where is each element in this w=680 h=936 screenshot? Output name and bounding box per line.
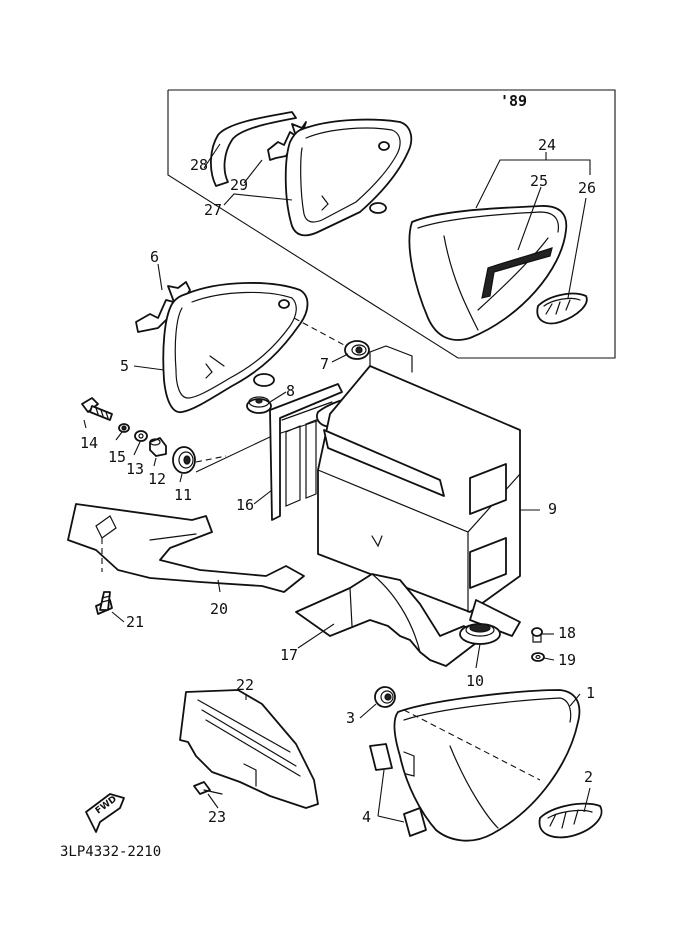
- bolt-23: [193, 781, 223, 795]
- inset-emblem-26: [536, 292, 588, 325]
- callout-22: 22: [236, 676, 254, 694]
- callout-6: 6: [150, 248, 159, 266]
- callout-1: 1: [586, 684, 595, 702]
- callout-18: 18: [558, 624, 576, 642]
- callout-20: 20: [210, 600, 228, 618]
- battery-case-17: [295, 573, 521, 667]
- callout-28: 28: [190, 156, 208, 174]
- leader-lines: [83, 143, 591, 823]
- washer-13: [134, 430, 148, 442]
- pad-4: [369, 743, 427, 837]
- bolt-14: [81, 397, 113, 421]
- callout-5: 5: [120, 357, 129, 375]
- inset-1989-frame: '89: [167, 89, 616, 359]
- strap-20: [67, 503, 305, 593]
- emblem-2: [538, 802, 603, 839]
- callout-4: 4: [362, 808, 371, 826]
- callout-9: 9: [548, 500, 557, 518]
- callout-25: 25: [530, 172, 548, 190]
- grommet-3: [374, 686, 396, 708]
- callout-7: 7: [320, 355, 329, 373]
- battery-box-9: [317, 345, 521, 613]
- bolt-21: [95, 591, 113, 615]
- bolt-18: [531, 627, 543, 643]
- callout-23: 23: [208, 808, 226, 826]
- callout-29: 29: [230, 176, 248, 194]
- callout-21: 21: [126, 613, 144, 631]
- inset-emblem-28: [210, 111, 297, 187]
- callout-26: 26: [578, 179, 596, 197]
- damper-6: [135, 281, 191, 333]
- collar-12: [149, 437, 167, 457]
- callout-2: 2: [584, 768, 593, 786]
- band-10: [459, 623, 501, 645]
- callout-10: 10: [466, 672, 484, 690]
- washer-19: [531, 652, 545, 662]
- callout-8: 8: [286, 382, 295, 400]
- fwd-arrow-icon: FWD: [85, 793, 125, 833]
- year-label: '89: [500, 92, 527, 110]
- inset-side-cover-27: [284, 118, 413, 237]
- side-cover-5: [162, 282, 309, 413]
- callout-15: 15: [108, 448, 126, 466]
- inset-side-cover-24: [408, 205, 568, 341]
- callout-labels: 28 29 27 24 25 26 6 5 7 8 9 16 14 15 13 …: [80, 136, 596, 826]
- side-cover-1: [393, 689, 581, 842]
- callout-27: 27: [204, 201, 222, 219]
- callout-17: 17: [280, 646, 298, 664]
- callout-11: 11: [174, 486, 192, 504]
- callout-3: 3: [346, 709, 355, 727]
- grommet-8: [246, 396, 272, 414]
- callout-13: 13: [126, 460, 144, 478]
- callout-12: 12: [148, 470, 166, 488]
- grommet-11: [172, 446, 196, 474]
- grommet-7: [344, 340, 370, 360]
- callout-14: 14: [80, 434, 98, 452]
- callout-19: 19: [558, 651, 576, 669]
- panel-22: [179, 689, 319, 809]
- drawing-code: 3LP4332-2210: [60, 844, 161, 860]
- callout-24: 24: [538, 136, 556, 154]
- washer-15: [118, 423, 130, 433]
- callout-16: 16: [236, 496, 254, 514]
